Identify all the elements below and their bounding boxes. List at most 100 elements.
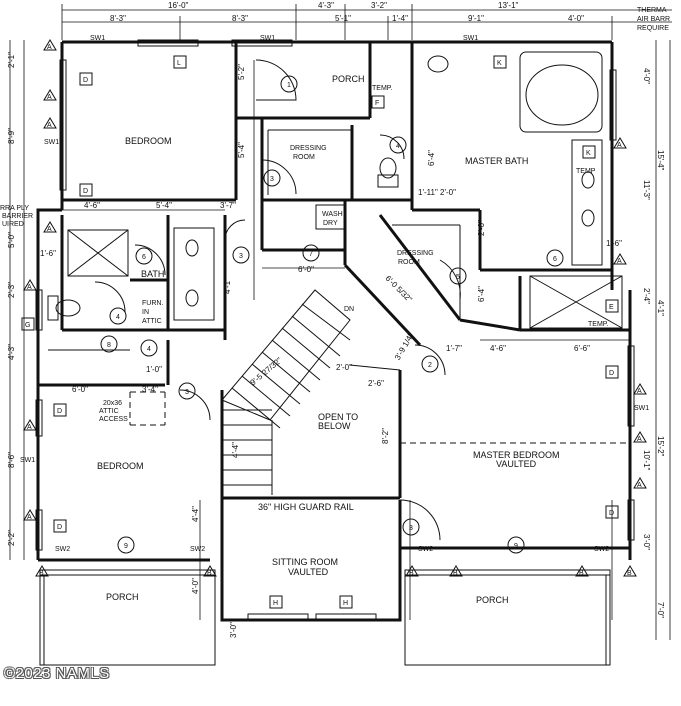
dim-right-4: 2'-4" — [642, 288, 651, 304]
dim-mid-20: 1'-7" — [446, 344, 462, 353]
label-open-1: OPEN TO — [318, 412, 358, 422]
label-open-2: BELOW — [318, 421, 351, 431]
interior-walls — [38, 42, 630, 498]
label-barrier-1: RRA PLY — [0, 205, 29, 212]
dim-mid-1: 5'-2" — [237, 64, 246, 80]
label-dressing-1b: ROOM — [293, 154, 315, 161]
svg-text:7: 7 — [309, 251, 313, 258]
svg-text:4: 4 — [147, 346, 151, 353]
svg-text:3: 3 — [239, 253, 243, 260]
dim-mid-11: 3'-4" — [142, 385, 158, 394]
dim-mid-8: 4'-1" — [223, 278, 232, 294]
label-porch-top: PORCH — [332, 74, 365, 84]
label-barrier-2: BARRIER — [2, 213, 33, 220]
svg-text:A: A — [27, 424, 32, 431]
dim-left-1: 2'-1" — [7, 52, 16, 68]
svg-text:4: 4 — [396, 143, 400, 150]
dim-mid-28: 4'-4" — [231, 442, 240, 458]
svg-text:H: H — [343, 600, 348, 607]
svg-text:G: G — [25, 322, 30, 329]
label-wash: WASH — [322, 211, 343, 218]
dim-right-8: 3'-0" — [642, 534, 651, 550]
svg-text:D: D — [609, 370, 614, 377]
svg-text:2: 2 — [428, 362, 432, 369]
dim-mid-17: 8'-2" — [381, 428, 390, 444]
bathtub-basin — [525, 64, 599, 126]
dim-left-4: 2'-3" — [7, 282, 16, 298]
staircase — [221, 289, 351, 495]
dim-top-3: 3'-2" — [371, 1, 387, 10]
dim-left-2: 8'-9" — [7, 128, 16, 144]
tag-sw1-1: SW1 — [90, 35, 105, 42]
exterior-walls — [36, 40, 632, 622]
label-dry: DRY — [323, 220, 338, 227]
dim-mid-21: 2'-0" — [440, 188, 456, 197]
dim-top2-5: 9'-1" — [468, 14, 484, 23]
sink-master-2 — [581, 209, 595, 227]
dim-mid-13: 6'-0 5/32" — [384, 274, 414, 304]
tag-sw1-4: SW1 — [20, 457, 35, 464]
dim-mid-4: 5'-4" — [156, 201, 172, 210]
tag-sw1-5: SW1 — [634, 405, 649, 412]
svg-text:K: K — [497, 60, 502, 67]
label-therma-2: AIR BARR — [637, 16, 670, 23]
dim-right-2: 15'-4" — [656, 150, 665, 171]
svg-text:B: B — [409, 570, 414, 577]
label-furn-3: ATTIC — [142, 318, 162, 325]
dim-left-5: 4'-3" — [7, 344, 16, 360]
dim-mid-5: 3'-7" — [220, 201, 236, 210]
dimension-lines — [9, 4, 672, 640]
svg-text:9: 9 — [514, 543, 518, 550]
sink-bath-2 — [185, 289, 199, 307]
svg-text:8: 8 — [107, 342, 111, 349]
svg-text:A: A — [637, 388, 642, 395]
washer-dryer — [315, 204, 347, 230]
dim-top-4: 13'-1" — [498, 1, 519, 10]
label-dressing-1: DRESSING — [290, 145, 327, 152]
label-master-bedroom: MASTER BEDROOM — [473, 450, 560, 460]
svg-text:A: A — [47, 226, 52, 233]
dim-mid-3: 4'-6" — [84, 201, 100, 210]
svg-text:A: A — [617, 142, 622, 149]
dim-mid-10: 1'-0" — [146, 365, 162, 374]
svg-text:1: 1 — [287, 82, 291, 89]
dim-mid-14: 3'-9 1/4" — [393, 332, 416, 362]
dim-top2-6: 4'-0" — [568, 14, 584, 23]
dim-right-5: 4'-1" — [656, 300, 665, 316]
dim-right-7: 15'-2" — [656, 436, 665, 457]
dim-top2-4: 1'-4" — [392, 14, 408, 23]
svg-text:3: 3 — [185, 389, 189, 396]
dim-mid-9: 6'-0" — [72, 385, 88, 394]
svg-text:B: B — [453, 570, 458, 577]
tag-sw1-3: SW1 — [44, 139, 59, 146]
dim-right-3: 11'-3" — [642, 180, 651, 200]
svg-text:B: B — [579, 570, 584, 577]
dimension-labels: 16'-0" 4'-3" 3'-2" 13'-1" 8'-3" 8'-3" 5'… — [7, 1, 665, 638]
dim-top-2: 4'-3" — [318, 1, 334, 10]
label-dressing-2b: ROOM — [398, 259, 420, 266]
dim-left-3: 5'-0" — [7, 232, 16, 248]
windows — [35, 39, 635, 621]
svg-text:3: 3 — [270, 176, 274, 183]
svg-text:6: 6 — [142, 254, 146, 261]
dim-mid-25: 6'-4" — [477, 286, 486, 302]
svg-text:H: H — [273, 600, 278, 607]
label-barrier-3: UIRED — [2, 221, 24, 228]
label-porch-left: PORCH — [106, 592, 139, 602]
dim-mid-23: 1'-11" — [418, 188, 438, 197]
dim-mid-16: 2'-0" — [336, 363, 352, 372]
tag-sw1-6: SW1 — [463, 35, 478, 42]
dim-mid-2: 5'-4" — [237, 142, 246, 158]
switch-tags: SW1 SW1 SW1 SW1 SW1 SW1 SW2 SW2 SW2 SW2 — [20, 35, 649, 553]
svg-text:6: 6 — [553, 256, 557, 263]
dim-mid-6: 6'-0" — [298, 265, 314, 274]
window-tags: A A A A A A A A A A A A B B B B B B D D … — [21, 39, 647, 609]
label-therma-3: REQUIRE — [637, 25, 669, 32]
fixtures — [47, 51, 623, 351]
svg-text:A: A — [27, 514, 32, 521]
dim-mid-30: 3'-0" — [229, 622, 238, 638]
svg-text:A: A — [47, 44, 52, 51]
tag-sw2-1: SW2 — [55, 546, 70, 553]
svg-text:A: A — [47, 94, 52, 101]
dim-right-1: 4'-0" — [642, 68, 651, 84]
